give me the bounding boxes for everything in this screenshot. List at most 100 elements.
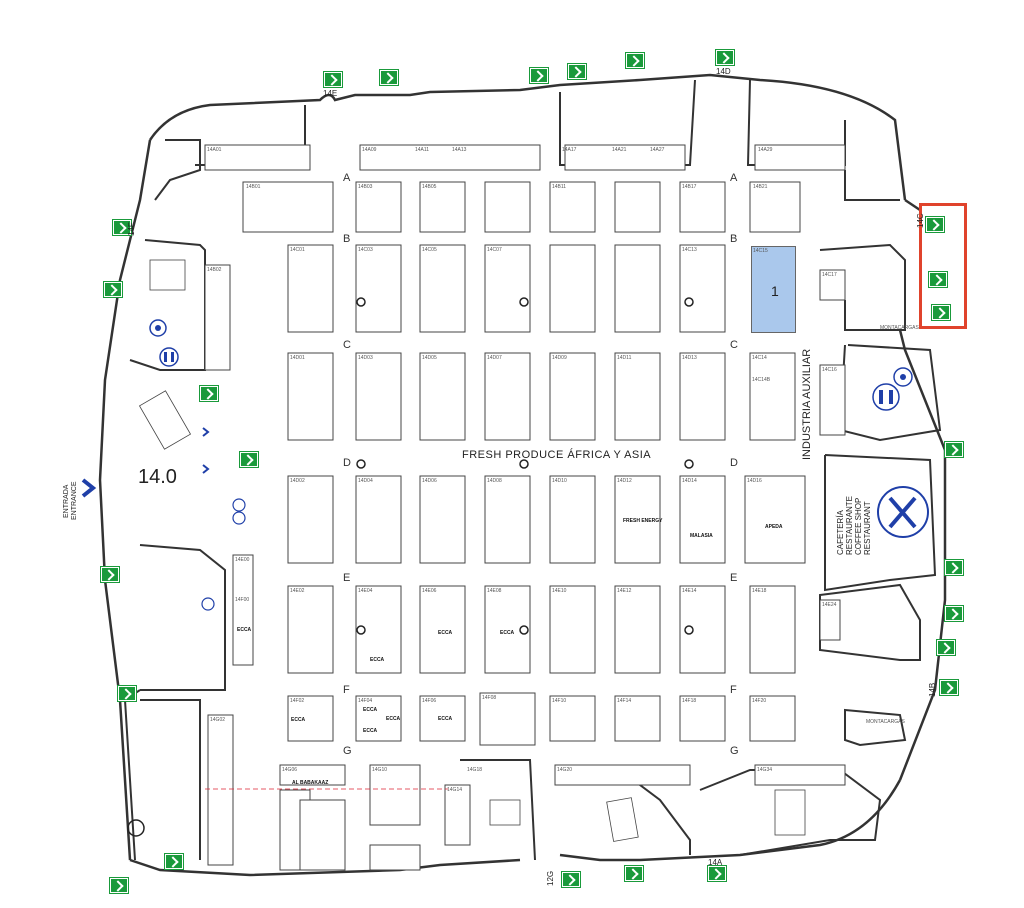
stand-code: 14D09 <box>552 355 567 361</box>
row-label: A <box>730 172 738 184</box>
cafe-label: RESTAURANT <box>863 501 872 555</box>
emergency-exit-icon <box>715 49 735 66</box>
exhibitor-label: MALASIA <box>690 533 713 539</box>
stand-code: 14D02 <box>290 478 305 484</box>
stand-code: 14F08 <box>482 695 497 701</box>
gate-label: 14E <box>323 89 338 98</box>
emergency-exit-icon <box>164 853 184 870</box>
row-label: D <box>730 457 738 469</box>
stand-code: 14D01 <box>290 355 305 361</box>
stand-code: 14C14B <box>752 377 771 383</box>
stand-code: 14D11 <box>617 355 632 361</box>
row-label: B <box>730 233 738 245</box>
stand-code: 14C16 <box>822 367 837 373</box>
exhibitor-label: ECCA <box>386 716 401 722</box>
row-label: D <box>343 457 351 469</box>
gate-label: 12G <box>546 870 555 886</box>
emergency-exit-icon <box>944 559 964 576</box>
row-label: F <box>730 684 737 696</box>
stand-code: 14B17 <box>682 184 697 190</box>
gate-label: 14F <box>127 222 136 236</box>
emergency-exit-icon <box>117 685 137 702</box>
stand-code: 14G06 <box>282 767 298 773</box>
stand-code: 14F14 <box>617 698 632 704</box>
stand-code: 14C07 <box>487 247 502 253</box>
stand-code: 14B01 <box>246 184 261 190</box>
stand-code: 14B02 <box>207 267 222 273</box>
stand-code: 14E06 <box>422 588 437 594</box>
exhibitor-label: ECCA <box>500 630 515 636</box>
stand-code: 14E04 <box>358 588 373 594</box>
highlighted-stand[interactable]: 1 <box>751 246 796 333</box>
stand-code: 14A29 <box>758 147 773 153</box>
emergency-exit-icon <box>936 639 956 656</box>
montacargas-label: MONTACARGAS <box>866 719 905 725</box>
wheelchair-icon <box>893 367 913 387</box>
stand-code: 14E14 <box>682 588 697 594</box>
highlighted-stand-label: 1 <box>771 283 779 299</box>
stand-code: 14C03 <box>358 247 373 253</box>
exhibitor-label: ECCA <box>370 657 385 663</box>
emergency-exit-icon <box>707 865 727 882</box>
emergency-exit-icon <box>109 877 129 894</box>
stand-code: 14D08 <box>487 478 502 484</box>
emergency-exit-icon <box>567 63 587 80</box>
restaurant-icon <box>877 486 929 538</box>
wheelchair-icon <box>149 319 167 337</box>
gate-label: 14A <box>708 858 723 867</box>
stand-code: 14F00 <box>235 597 250 603</box>
stand-code: 14G20 <box>557 767 573 773</box>
stand-code: 14C05 <box>422 247 437 253</box>
elevator-icon <box>201 597 215 611</box>
stand-code: 14B05 <box>422 184 437 190</box>
emergency-exit-icon <box>112 219 132 236</box>
restroom-icon <box>872 383 900 411</box>
stand-code: 14E18 <box>752 588 767 594</box>
stand-code: 14B21 <box>753 184 768 190</box>
emergency-exit-icon <box>944 605 964 622</box>
columns <box>127 297 694 837</box>
stand-code: 14G34 <box>757 767 773 773</box>
stand-code: 14D07 <box>487 355 502 361</box>
stand-code: 14C17 <box>822 272 837 278</box>
stand-code: 14B11 <box>552 184 567 190</box>
first-aid-icon <box>232 498 246 525</box>
hall-outline <box>98 73 947 877</box>
emergency-exit-icon <box>199 385 219 402</box>
emergency-exit-icon <box>529 67 549 84</box>
exhibitor-label: FRESH ENERGY <box>623 518 663 524</box>
stand-code: 14E10 <box>552 588 567 594</box>
stand-code: 14F10 <box>552 698 567 704</box>
stand-code: 14D05 <box>422 355 437 361</box>
stand-code: 14G10 <box>372 767 388 773</box>
stand-code: 14D13 <box>682 355 697 361</box>
stand-code: 14C14 <box>752 355 767 361</box>
gate-label: 14D <box>716 67 731 76</box>
entrance-arrow-icon <box>81 478 97 498</box>
entrance-label-en: ENTRANCE <box>71 481 78 520</box>
row-label: C <box>730 339 738 351</box>
exhibitor-label: ECCA <box>363 728 378 734</box>
exhibitor-label: ECCA <box>291 717 306 723</box>
emergency-exit-icon <box>100 566 120 583</box>
stand-code: 14A17 <box>562 147 577 153</box>
highlight-box <box>919 203 967 329</box>
stand-blocks <box>204 144 846 871</box>
row-label: A <box>343 172 351 184</box>
exhibitor-label: ECCA <box>438 716 453 722</box>
emergency-exit-icon <box>561 871 581 888</box>
exhibitor-label: APEDA <box>765 524 783 530</box>
stand-code: 14F02 <box>290 698 305 704</box>
row-label: B <box>343 233 351 245</box>
stand-code: 14B03 <box>358 184 373 190</box>
emergency-exit-icon <box>928 271 948 288</box>
sector-title: FRESH PRODUCE ÁFRICA Y ASIA <box>462 449 652 461</box>
stand-code: 14C13 <box>682 247 697 253</box>
emergency-exit-icon <box>379 69 399 86</box>
emergency-exit-icon <box>323 71 343 88</box>
stand-code: 14F20 <box>752 698 767 704</box>
stand-code: 14D03 <box>358 355 373 361</box>
cafe-label: COFFEE SHOP <box>854 497 863 555</box>
chevron-icon <box>202 427 210 437</box>
stand-code: 14A13 <box>452 147 467 153</box>
